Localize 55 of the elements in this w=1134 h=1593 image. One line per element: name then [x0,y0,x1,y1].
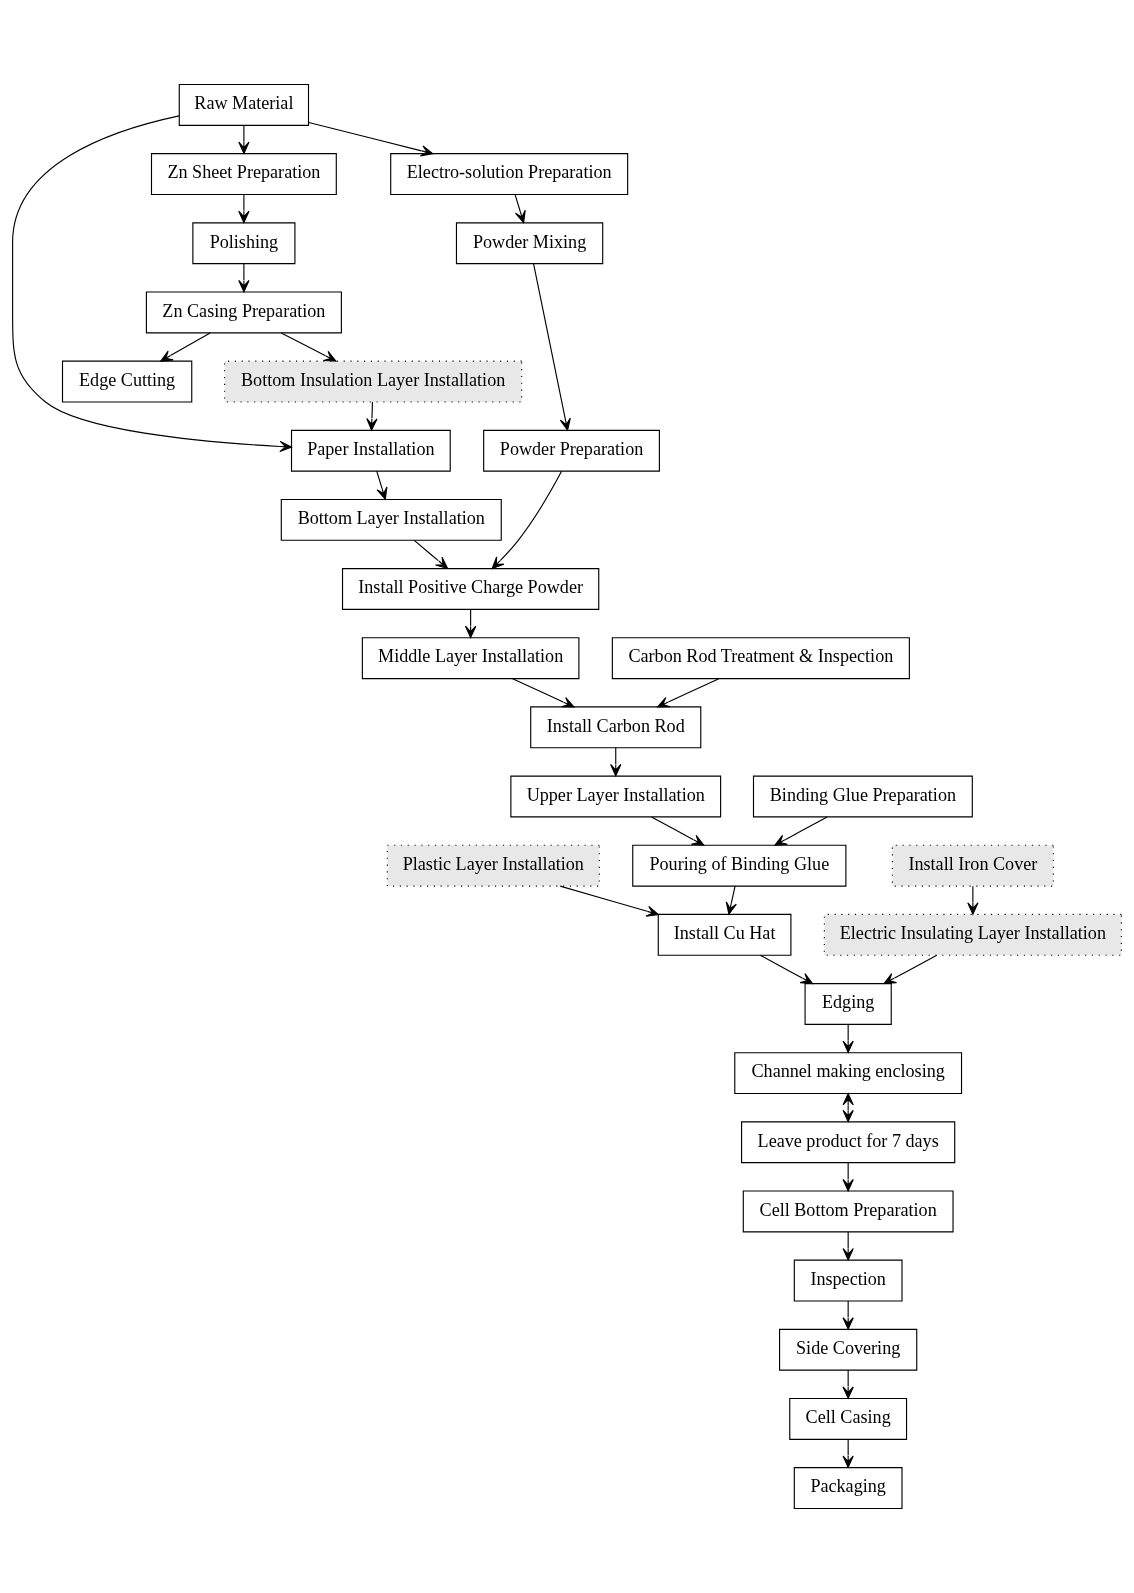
node-box: Binding Glue Preparation [752,775,973,818]
arrow [514,194,526,224]
node-box: Bottom Insulation Layer Installation [224,360,523,403]
arrow [842,1438,854,1468]
node-box: Packaging [793,1467,903,1510]
node-box: Cell Bottom Preparation [742,1190,954,1233]
node-box: Install Cu Hat [657,913,792,956]
arrow [842,1093,854,1123]
arrow [725,885,737,915]
node-box: Plastic Layer Installation [386,844,600,887]
arrow [650,816,705,846]
node-box: Zn Sheet Preparation [150,153,337,196]
node-box: Leave product for 7 days [741,1121,956,1164]
node-box: Bottom Layer Installation [280,498,502,541]
arrow [842,1023,854,1054]
arrow [238,124,250,154]
node-box: Inspection [793,1259,903,1302]
arrow [413,539,449,569]
arrow [967,885,979,915]
node-box: Install Iron Cover [891,844,1054,887]
node-box: Carbon Rod Treatment & Inspection [611,637,910,680]
arrow [559,885,659,917]
node-box: Middle Layer Installation [361,637,580,680]
arrow [376,470,388,500]
arrow [532,263,571,431]
arrow [238,194,250,224]
node-box: Powder Preparation [483,429,660,472]
arrow [491,470,563,570]
node-box: Edge Cutting [61,360,193,403]
node-box: Electro-solution Preparation [390,153,629,196]
arrow [759,954,814,985]
node-box: Install Positive Charge Powder [341,568,600,610]
arrow [280,332,337,362]
node-box: Install Carbon Rod [530,706,702,749]
node-box: Paper Installation [290,429,451,472]
arrow [512,678,575,708]
arrow [366,401,378,431]
node-box: Zn Casing Preparation [145,291,342,334]
arrow [657,678,720,708]
node-box: Raw Material [178,83,310,126]
arrow [774,816,828,846]
arrow [883,954,938,985]
node-box: Side Covering [779,1328,918,1371]
node-box: Upper Layer Installation [510,775,722,818]
node-box: Pouring of Binding Glue [632,844,847,887]
arrow [12,115,292,453]
arrow [308,121,434,157]
node-box: Electric Insulating Layer Installation [823,913,1122,956]
node-box: Cell Casing [789,1397,908,1440]
node-box: Channel making enclosing [734,1052,963,1095]
arrow [160,332,211,362]
node-box: Polishing [192,222,296,265]
arrow [238,263,250,293]
node-box: Edging [804,983,892,1025]
node-box: Powder Mixing [455,222,604,265]
